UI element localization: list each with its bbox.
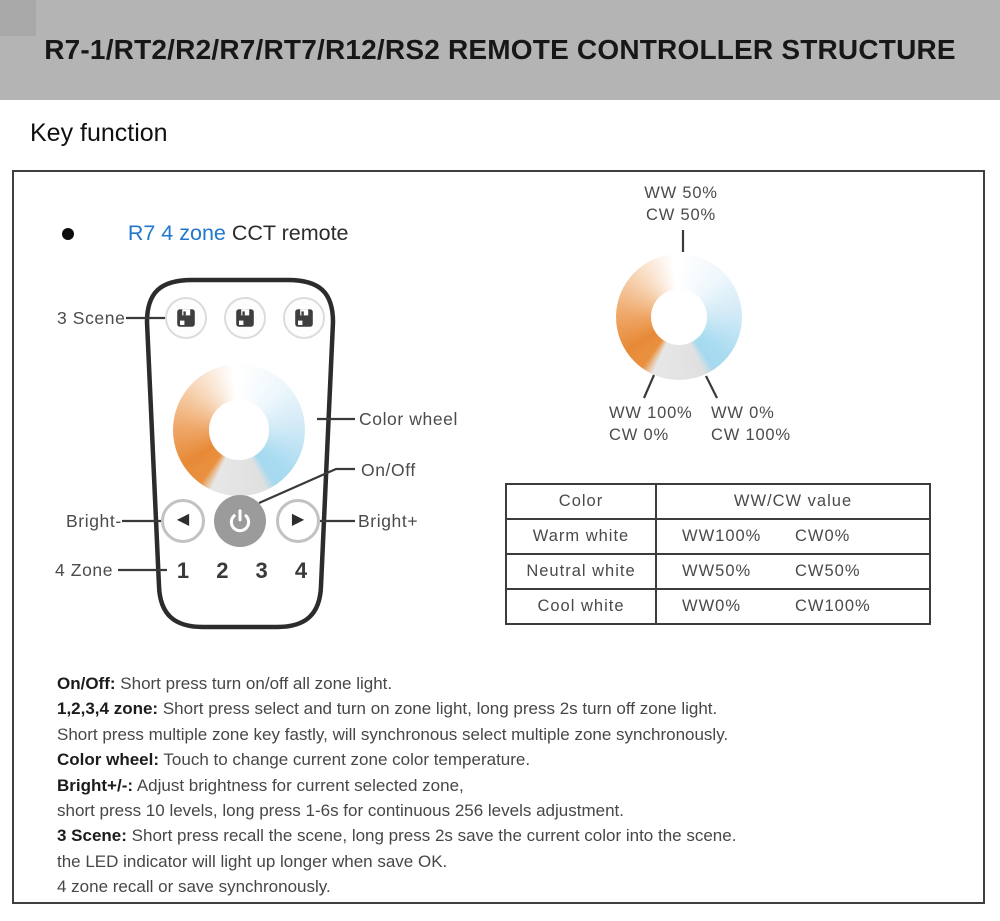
scene-button-3 [283,297,325,339]
table-row: Warm white WW100%CW0% [505,518,931,555]
remote-model-heading: R7 4 zone CCT remote [62,196,349,271]
zone-label: 4 Zone [55,560,114,580]
title-bar: R7-1/RT2/R2/R7/RT7/R12/RS2 REMOTE CONTRO… [0,0,1000,100]
wheel-bottom-right-label: WW 0% CW 100% [711,404,791,444]
save-floppy-icon [236,309,254,327]
on-off-label: On/Off [361,460,416,480]
cct-wheel-diagram [616,254,742,380]
table-row: Neutral white WW50%CW50% [505,553,931,590]
table-header-row: Color WW/CW value [505,483,931,520]
color-wheel [173,364,305,496]
zone-key-1: 1 [176,558,190,583]
wheel-top-label: WW 50% CW 50% [644,184,718,224]
bright-plus-label: Bright+ [358,511,419,531]
zone-key-4: 4 [294,558,308,583]
page-title: R7-1/RT2/R2/R7/RT7/R12/RS2 REMOTE CONTRO… [44,34,956,65]
power-icon [229,509,251,533]
description-line: 3 Scene: Short press recall the scene, l… [57,826,737,846]
model-name: R7 4 zone [127,221,226,245]
description-line: short press 10 levels, long press 1-6s f… [57,801,624,821]
scene-label: 3 Scene [57,308,126,328]
table-row: Cool white WW0%CW100% [505,588,931,625]
model-type: CCT remote [225,221,349,245]
bright-minus-button: ◀ [161,499,205,543]
zone-key-row: 1 2 3 4 [171,558,313,584]
description-line: On/Off: Short press turn on/off all zone… [57,674,393,693]
cct-value-table: Color WW/CW value Warm white WW100%CW0% … [505,483,931,625]
column-header-value: WW/CW value [655,483,931,520]
scene-button-2 [224,297,266,339]
bullet-icon [62,227,74,240]
wheel-bottom-right-leader-line [705,375,718,399]
description-line: Short press multiple zone key fastly, wi… [57,724,729,744]
save-floppy-icon [177,309,195,327]
description-line: 4 zone recall or save synchronously. [57,877,331,897]
color-wheel-label: Color wheel [359,409,459,429]
description-line: the LED indicator will light up longer w… [57,851,448,871]
left-arrow-icon: ◀ [176,511,190,528]
description-line: 1,2,3,4 zone: Short press select and tur… [57,699,718,719]
on-off-button [214,495,266,547]
zone-key-3: 3 [255,558,268,583]
zone-key-2: 2 [216,558,229,583]
description-line: Bright+/-: Adjust brightness for current… [57,775,464,795]
right-arrow-icon: ▶ [291,511,305,528]
corner-square [0,0,36,36]
key-function-panel: R7 4 zone CCT remote ◀ [12,170,985,904]
section-heading: Key function [30,119,168,147]
save-floppy-icon [295,309,313,327]
bright-minus-label: Bright- [66,511,122,531]
column-header-color: Color [505,483,657,520]
wheel-bottom-left-label: WW 100% CW 0% [609,404,693,444]
scene-button-1 [165,297,207,339]
wheel-bottom-left-leader-line [642,374,656,399]
bright-plus-button: ▶ [276,499,320,543]
key-function-descriptions: On/Off: Short press turn on/off all zone… [57,671,972,900]
description-line: Color wheel: Touch to change current zon… [57,750,531,770]
